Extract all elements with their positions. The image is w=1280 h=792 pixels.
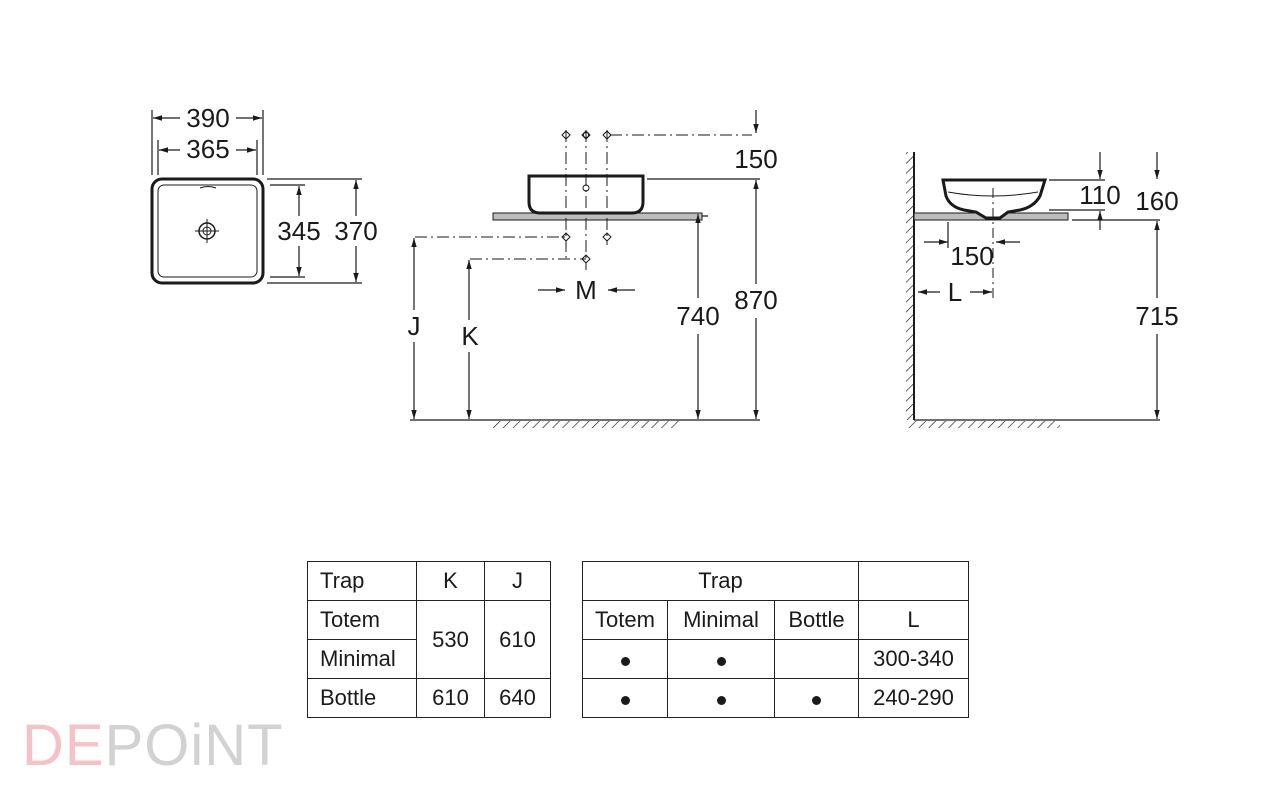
- drain-icon: [195, 219, 219, 243]
- bullet-icon: [716, 657, 726, 666]
- cell-totem: [582, 639, 668, 679]
- dim-110: 110: [1079, 180, 1120, 210]
- dim-740: 740: [676, 301, 719, 331]
- top-view: [150, 110, 362, 285]
- bullet-icon: [620, 696, 630, 705]
- header-totem: Totem: [582, 600, 668, 640]
- dim-870: 870: [734, 285, 777, 315]
- dim-370: 370: [334, 216, 377, 246]
- dim-150-drain: 150: [950, 241, 993, 271]
- dim-365: 365: [186, 134, 229, 164]
- header-bottle: Bottle: [774, 600, 859, 640]
- dim-390: 390: [186, 103, 229, 133]
- table-header-row: Trap K J: [307, 561, 551, 601]
- header-minimal: Minimal: [667, 600, 775, 640]
- dim-345: 345: [277, 216, 320, 246]
- logo: DEPOiNT: [22, 712, 284, 779]
- j-value: 610: [484, 600, 551, 679]
- side-view: [906, 152, 1160, 428]
- trap-kj-table: Trap K J Totem 530 610 Minimal Bottle 61…: [307, 561, 551, 718]
- trap-name: Totem: [307, 600, 417, 640]
- dim-j: J: [408, 311, 421, 341]
- basin-outline-inner: [157, 184, 258, 278]
- trap-l-table: Trap Totem Minimal Bottle L 300-340 240-…: [582, 561, 969, 718]
- trap-name: Minimal: [307, 639, 417, 679]
- floor-hatch: [493, 421, 679, 428]
- front-view: [410, 110, 760, 428]
- logo-part-1: DE: [22, 713, 105, 778]
- dim-m: M: [575, 275, 597, 305]
- bullet-icon: [812, 696, 821, 705]
- dim-150-tap: 150: [734, 144, 777, 174]
- wall-hatch: [906, 152, 914, 420]
- floor-hatch-side: [906, 421, 1060, 428]
- header-k: K: [416, 561, 485, 601]
- header-j: J: [484, 561, 551, 601]
- j-value: 640: [484, 678, 551, 718]
- header-trap: Trap: [307, 561, 417, 601]
- table-header-row: Totem Minimal Bottle L: [582, 600, 969, 640]
- cell-totem: [582, 678, 668, 718]
- basin-front: [527, 174, 645, 215]
- header-trap-group: Trap: [582, 561, 859, 601]
- cell-minimal: [667, 639, 775, 679]
- table-group-header-row: Trap: [582, 561, 969, 601]
- bullet-icon: [716, 696, 726, 705]
- k-value: 610: [416, 678, 485, 718]
- basin-side: [941, 178, 1048, 220]
- bullet-icon: [620, 657, 630, 666]
- l-value: 300-340: [858, 639, 969, 679]
- table-row: Bottle 610 640: [307, 678, 551, 718]
- cell-bottle: [774, 678, 859, 718]
- dim-l: L: [948, 277, 962, 307]
- cell-minimal: [667, 678, 775, 718]
- table-row: Minimal: [307, 639, 551, 679]
- header-l: L: [858, 600, 969, 640]
- table-row: Totem 530 610: [307, 600, 551, 679]
- dim-160: 160: [1135, 186, 1178, 216]
- logo-part-2: POiNT: [104, 713, 284, 778]
- k-value: 530: [416, 600, 485, 679]
- l-value: 240-290: [858, 678, 969, 718]
- table-row: 300-340: [582, 639, 969, 679]
- cell-bottle: [774, 639, 859, 679]
- table-row: 240-290: [582, 678, 969, 718]
- dim-k: K: [461, 321, 479, 351]
- basin-outline-outer: [150, 177, 265, 285]
- header-empty: [858, 561, 969, 601]
- dim-715: 715: [1135, 301, 1178, 331]
- trap-name: Bottle: [307, 678, 417, 718]
